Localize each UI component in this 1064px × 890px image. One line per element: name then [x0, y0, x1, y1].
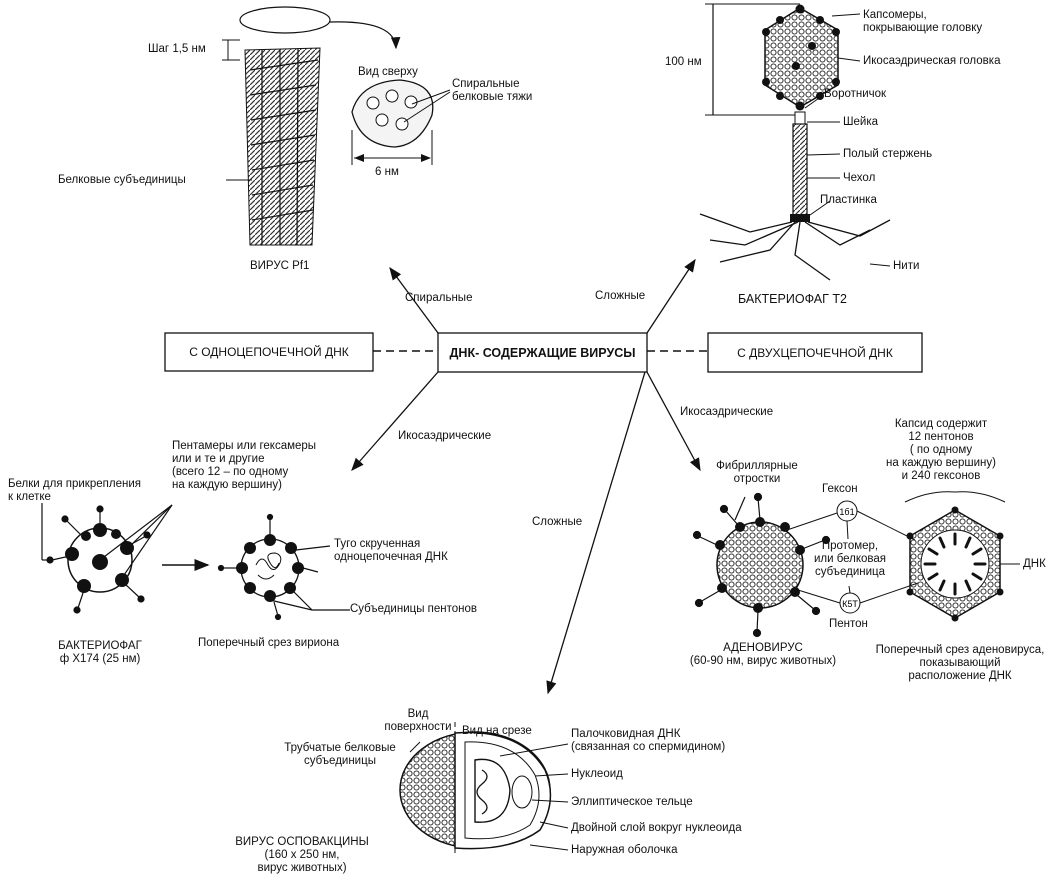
phix-name-label: БАКТЕРИОФАГ ф X174 (25 нм)	[58, 640, 142, 665]
svg-text:1б1: 1б1	[839, 507, 854, 517]
dna-viruses-title: ДНК- СОДЕРЖАЩИЕ ВИРУСЫ	[449, 345, 636, 360]
branch-icosa-right-label: Икосаэдрические	[680, 406, 774, 418]
adeno-penton-label: Пентон	[829, 618, 868, 630]
pf1-name-label: ВИРУС Pf1	[250, 260, 310, 272]
t2-core-label: Полый стержень	[843, 148, 933, 160]
t2-collar-label: Воротничок	[824, 88, 887, 100]
branch-arrows	[351, 258, 701, 695]
phix-pentamers-label: Пентамеры или гексамеры или и те и други…	[172, 440, 317, 491]
vaccinia-rod-dna-label: Палочковидная ДНК (связанная со спермиди…	[571, 728, 726, 753]
double-stranded-dna-box: С ДВУХЦЕПОЧЕЧНОЙ ДНК	[708, 333, 922, 372]
t2-phage-drawing	[699, 3, 891, 281]
left-box-frame	[164, 332, 374, 372]
t2-head-label: Икосаэдрическая головка	[863, 55, 1001, 67]
single-stranded-dna-box: С ОДНОЦЕПОЧЕЧНОЙ ДНК	[165, 333, 373, 371]
vaccinia-drawing	[399, 722, 569, 856]
double-stranded-dna-label: С ДВУХЦЕПОЧЕЧНОЙ ДНК	[737, 345, 893, 360]
phix-dna-label: Туго скрученная одноцепочечная ДНК	[334, 538, 448, 563]
svg-text:К5Т: К5Т	[842, 599, 858, 609]
phix-attach-label: Белки для прикрепления к клетке	[8, 478, 141, 503]
right-box-frame	[707, 332, 923, 373]
t2-plate-label: Пластинка	[820, 194, 877, 206]
t2-neck-label: Шейка	[843, 116, 879, 128]
pf1-virus-drawing	[222, 6, 451, 246]
pf1-subunits-label: Белковые субъединицы	[58, 174, 186, 186]
adeno-section-label: Поперечный срез аденовируса, показывающи…	[875, 644, 1045, 682]
vaccinia-cut-label: Вид на срезе	[462, 725, 532, 737]
adeno-hexon-label: Гексон	[822, 483, 858, 495]
branch-complex-top-label: Сложные	[595, 290, 646, 302]
adeno-dna-label: ДНК	[1023, 558, 1046, 570]
phix174-drawing	[41, 503, 350, 621]
t2-name-label: БАКТЕРИОФАГ Т2	[738, 292, 847, 306]
vaccinia-tubular-label: Трубчатые белковые субъединицы	[284, 742, 396, 767]
vaccinia-name-label: ВИРУС ОСПОВАКЦИНЫ (160 x 250 нм, вирус ж…	[235, 836, 369, 874]
adeno-name-label: АДЕНОВИРУС (60-90 нм, вирус животных)	[689, 642, 837, 667]
t2-sheath-label: Чехол	[843, 172, 876, 184]
vaccinia-elliptic-label: Эллиптическое тельце	[571, 796, 693, 808]
adeno-fibers-label: Фибриллярные отростки	[716, 460, 798, 485]
pf1-step-label: Шаг 1,5 нм	[148, 43, 206, 55]
center-box-frame	[437, 332, 648, 373]
t2-fibers-label: Нити	[893, 260, 920, 272]
branch-icosa-left-label: Икосаэдрические	[398, 430, 492, 442]
pf1-strands-label: Спиральные белковые тяжи	[452, 78, 533, 103]
t2-capsomers-label: Капсомеры, покрывающие головку	[863, 9, 983, 34]
adeno-capsid-label: Капсид содержит 12 пентонов ( по одному …	[886, 418, 996, 482]
t2-size-label: 100 нм	[665, 56, 702, 68]
branch-complex-bottom-label: Сложные	[532, 516, 583, 528]
vaccinia-surface-label: Вид поверхности	[384, 708, 452, 733]
adeno-protomer-label: Протомер, или белковая субъединица	[813, 540, 887, 578]
phix-section-label: Поперечный срез вириона	[198, 637, 340, 649]
phix-pentons-label: Субъединицы пентонов	[350, 603, 478, 615]
branch-spiral-label: Спиральные	[405, 292, 473, 304]
vaccinia-double-label: Двойной слой вокруг нуклеоида	[571, 822, 742, 834]
vaccinia-nucleoid-label: Нуклеоид	[571, 768, 623, 780]
pf1-top-view-label: Вид сверху	[358, 66, 418, 78]
adenovirus-drawing: 1б1 К5Т	[692, 491, 1020, 638]
single-stranded-dna-label: С ОДНОЦЕПОЧЕЧНОЙ ДНК	[189, 345, 349, 359]
vaccinia-envelope-label: Наружная оболочка	[571, 844, 678, 856]
pf1-width-label: 6 нм	[375, 166, 399, 178]
dna-viruses-title-box: ДНК- СОДЕРЖАЩИЕ ВИРУСЫ	[438, 333, 647, 372]
